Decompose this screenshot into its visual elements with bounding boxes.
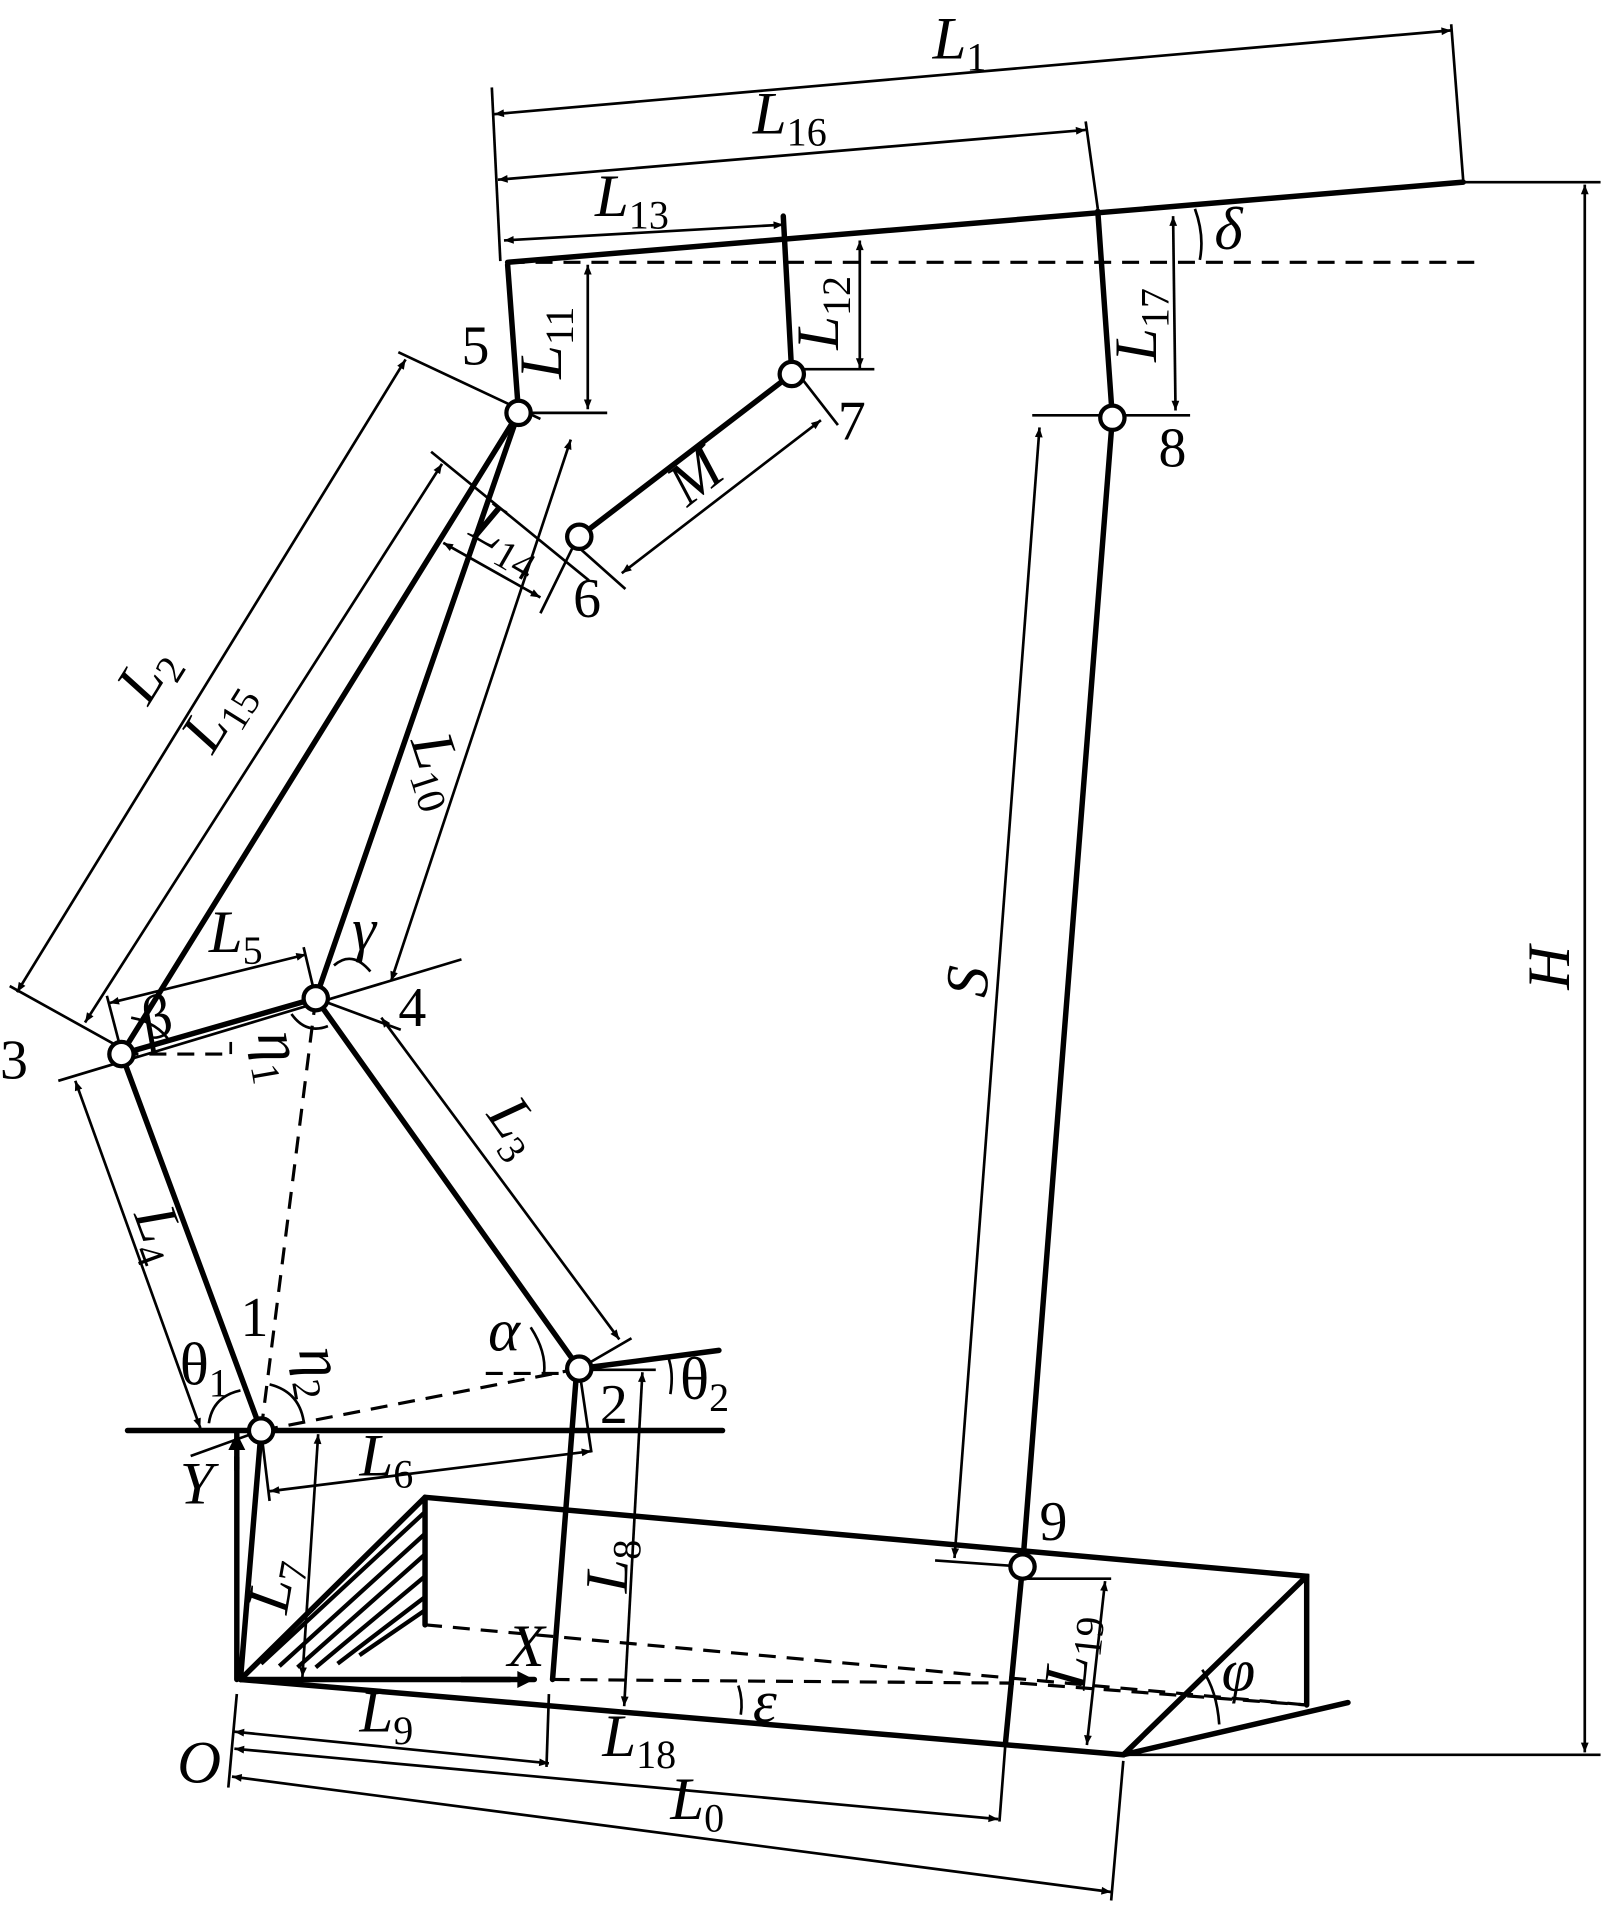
dim-L19 <box>1084 1580 1108 1746</box>
axis-label-y: Y <box>180 1450 220 1517</box>
mechanism-bars <box>118 179 1467 1746</box>
label-phi: φ <box>1222 1637 1256 1704</box>
label-theta2: θ2 <box>680 1346 729 1420</box>
joint-label-6: 6 <box>573 568 601 630</box>
joint-label-2: 2 <box>600 1374 628 1436</box>
label-L13: L13 <box>594 163 669 237</box>
dim-S <box>951 427 1043 1559</box>
dim-L4 <box>74 1080 202 1429</box>
label-L17: L17 <box>1103 288 1177 363</box>
joint-label-9: 9 <box>1040 1491 1068 1553</box>
label-L5: L5 <box>208 899 263 973</box>
link-2-tail <box>576 1347 722 1372</box>
joint-label-8: 8 <box>1159 417 1187 479</box>
dim-L13 <box>503 221 784 244</box>
label-L0: L0 <box>669 1766 724 1840</box>
label-L12: L12 <box>785 276 859 351</box>
dim-L0 <box>231 1774 1112 1895</box>
dashed-helpers <box>121 260 1476 1433</box>
label-alpha: α <box>488 1297 521 1364</box>
dim-L15 <box>83 463 444 1024</box>
joint-4 <box>301 983 331 1013</box>
dim-L7 <box>299 1434 322 1678</box>
label-L8: L8 <box>574 1538 650 1595</box>
label-L14: L14 <box>456 488 558 590</box>
link-base-2 <box>549 1365 580 1683</box>
platform-top <box>504 179 1467 266</box>
joint-label-7: 7 <box>838 391 866 453</box>
label-L16: L16 <box>752 81 827 155</box>
label-L1: L1 <box>932 5 987 79</box>
joint-9 <box>1008 1552 1037 1581</box>
joint-3 <box>107 1039 136 1069</box>
label-S: S <box>933 963 1002 999</box>
dim-M <box>620 419 822 575</box>
angle-labels: θ1 θ2 η1 η2 α β γ δ ε φ <box>129 196 1255 1736</box>
joints <box>107 359 1127 1581</box>
label-L11: L11 <box>508 307 582 380</box>
rod-9-8 <box>1019 415 1116 1570</box>
label-delta: δ <box>1214 196 1244 263</box>
joint-label-4: 4 <box>398 977 426 1039</box>
label-M: M <box>654 433 739 520</box>
coordinate-axes <box>228 1430 538 1688</box>
joint-7 <box>777 359 807 389</box>
joint-label-5: 5 <box>461 315 489 377</box>
label-L9: L9 <box>358 1679 413 1753</box>
link-7-up <box>780 213 795 377</box>
dim-L10 <box>389 439 573 982</box>
axis-labels: X Y O <box>177 1450 547 1796</box>
label-gamma: γ <box>352 897 378 964</box>
link-O-1 <box>237 1427 264 1683</box>
axis-label-origin: O <box>177 1730 221 1797</box>
dim-L1 <box>494 27 1452 118</box>
dim-L6 <box>269 1448 592 1494</box>
link-4-2 <box>313 995 583 1372</box>
link-base-9 <box>1002 1563 1026 1746</box>
joint-6 <box>565 522 594 552</box>
joint-label-3: 3 <box>0 1029 28 1091</box>
joint-5 <box>504 398 533 428</box>
label-H: H <box>1516 943 1583 991</box>
label-theta1: θ1 <box>180 1331 229 1405</box>
label-eta2: η2 <box>278 1341 360 1403</box>
label-eta1: η1 <box>237 1025 319 1087</box>
dimension-lines <box>9 24 1601 1901</box>
dimension-labels: L1 L16 L13 L11 L12 L17 L2 L15 L14 L10 M … <box>103 5 1583 1840</box>
link-5-up <box>504 262 522 416</box>
dim-L5 <box>108 953 307 1005</box>
label-L18: L18 <box>601 1703 676 1777</box>
joint-labels: 1 2 3 4 5 6 7 8 9 <box>0 315 1186 1553</box>
label-epsilon: ε <box>753 1669 777 1736</box>
joint-8 <box>1098 403 1127 433</box>
dim-L3 <box>380 1016 621 1341</box>
joint-label-1: 1 <box>240 1287 268 1349</box>
dim-L17 <box>1169 216 1180 411</box>
label-L6: L6 <box>358 1422 413 1496</box>
joint-1 <box>246 1416 276 1445</box>
angle-arcs <box>130 957 1221 1725</box>
dim-L8 <box>620 1372 646 1707</box>
link-8-up <box>1095 208 1116 421</box>
dim-L2 <box>15 358 407 993</box>
joint-2 <box>565 1354 594 1383</box>
dim-L16 <box>497 126 1086 183</box>
axis-label-x: X <box>505 1613 548 1680</box>
label-L3: L3 <box>468 1084 560 1171</box>
label-L19: L19 <box>1032 1611 1114 1693</box>
